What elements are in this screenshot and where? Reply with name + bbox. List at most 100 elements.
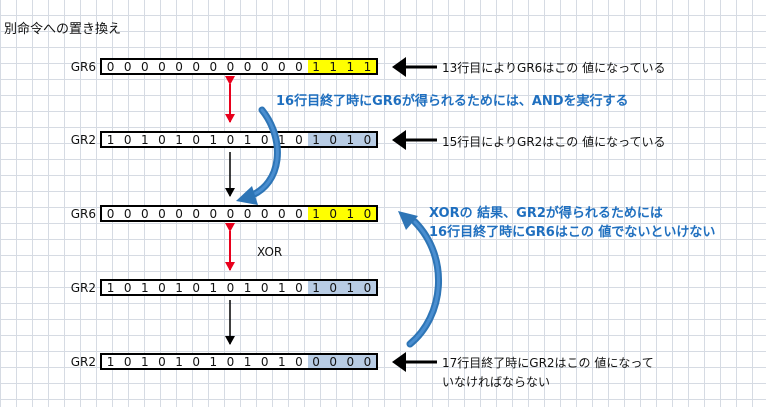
register-bit: 0 xyxy=(295,59,303,74)
register-bit: 0 xyxy=(192,59,200,74)
register-bit: 0 xyxy=(277,59,286,74)
register-bit: 0 xyxy=(295,354,303,369)
register-bit: 0 xyxy=(192,132,200,147)
register-bit: 1 xyxy=(209,132,218,147)
register-bit: 1 xyxy=(140,132,149,147)
register-bit: 1 xyxy=(277,280,286,295)
register-bit: 0 xyxy=(243,206,252,221)
register-bit: 0 xyxy=(175,206,183,221)
register-bit: 0 xyxy=(324,281,342,294)
xor-explanation-line2: 16行目終了時にGR6はこの 値でないといけない xyxy=(429,225,716,240)
curved-arrow-icon xyxy=(236,106,281,205)
register-bit: 0 xyxy=(324,133,342,146)
register-bit: 0 xyxy=(324,355,342,368)
register-bit: 0 xyxy=(295,280,303,295)
register-bit: 1 xyxy=(341,60,359,73)
register-bit: 0 xyxy=(158,354,166,369)
register-bit: 0 xyxy=(123,206,132,221)
register-bit: 1 xyxy=(341,281,359,294)
register-bit: 0 xyxy=(277,206,286,221)
register-label-gr2-top: GR2 xyxy=(70,133,96,147)
register-bit: 1 xyxy=(175,280,183,295)
left-arrow-icon xyxy=(392,130,437,150)
register-bit: 0 xyxy=(158,206,166,221)
register-bit: 0 xyxy=(358,281,376,294)
register-bit: 0 xyxy=(341,355,359,368)
register-bit: 0 xyxy=(243,59,252,74)
register-bit: 1 xyxy=(106,132,115,147)
register-bit: 0 xyxy=(192,206,200,221)
register-bit: 0 xyxy=(140,206,149,221)
register-bit: 0 xyxy=(295,132,303,147)
register-bit: 1 xyxy=(307,281,325,294)
register-bit: 0 xyxy=(106,206,115,221)
register-bit: 1 xyxy=(106,354,115,369)
register-bit: 1 xyxy=(140,354,149,369)
register-bit: 1 xyxy=(324,60,342,73)
register-bit: 0 xyxy=(260,59,269,74)
register-bit: 0 xyxy=(106,59,115,74)
register-bit: 1 xyxy=(209,354,218,369)
register-bit: 1 xyxy=(341,133,359,146)
register-bit: 1 xyxy=(175,354,183,369)
register-bit: 0 xyxy=(158,280,166,295)
register-bit: 0 xyxy=(226,206,235,221)
register-bit: 0 xyxy=(226,354,235,369)
register-bit: 1 xyxy=(209,280,218,295)
register-bit: 0 xyxy=(175,59,183,74)
register-bit: 0 xyxy=(358,133,376,146)
register-bit: 1 xyxy=(307,133,325,146)
and-explanation: 16行目終了時にGR6が得られるためには、ANDを実行する xyxy=(276,94,629,109)
register-bit: 1 xyxy=(277,132,286,147)
register-bit: 0 xyxy=(226,280,235,295)
register-bit: 0 xyxy=(226,132,235,147)
register-bit: 1 xyxy=(175,132,183,147)
register-bit: 0 xyxy=(209,59,218,74)
register-bit: 1 xyxy=(140,280,149,295)
register-bit: 0 xyxy=(260,206,269,221)
register-bit: 1 xyxy=(106,280,115,295)
curved-arrow-icon xyxy=(398,211,443,348)
register-bit: 0 xyxy=(209,206,218,221)
register-label-gr2-bottom: GR2 xyxy=(70,355,96,369)
note-gr2-line17-b: いなければならない xyxy=(442,375,551,389)
register-bit: 0 xyxy=(295,206,303,221)
register-label-gr6-mid: GR6 xyxy=(70,207,96,221)
register-bit: 1 xyxy=(243,354,252,369)
register-bit: 1 xyxy=(307,207,325,220)
register-bit: 1 xyxy=(243,280,252,295)
register-bit: 0 xyxy=(260,280,269,295)
register-bit: 1 xyxy=(243,132,252,147)
register-bit: 1 xyxy=(277,354,286,369)
register-bit: 0 xyxy=(123,132,132,147)
xor-label: XOR xyxy=(257,245,283,259)
register-bit: 0 xyxy=(358,355,376,368)
register-bit: 0 xyxy=(140,59,149,74)
register-bit: 0 xyxy=(192,280,200,295)
note-gr2-line17-a: 17行目終了時にGR2はこの 値になって xyxy=(442,356,654,370)
register-label-gr6-top: GR6 xyxy=(70,60,96,74)
register-bit: 0 xyxy=(226,59,235,74)
register-bit: 0 xyxy=(123,354,132,369)
register-bit: 0 xyxy=(260,132,269,147)
register-bit: 1 xyxy=(358,60,376,73)
register-bit: 0 xyxy=(158,59,166,74)
register-bit: 0 xyxy=(358,207,376,220)
register-bit: 1 xyxy=(307,60,325,73)
register-bit: 0 xyxy=(192,354,200,369)
diagram-title: 別命令への置き換え xyxy=(4,22,122,37)
note-gr2-line15: 15行目によりGR2はこの 値になっている xyxy=(442,135,666,149)
register-bit: 1 xyxy=(341,207,359,220)
left-arrow-icon xyxy=(392,57,437,77)
register-bit: 0 xyxy=(123,280,132,295)
register-bit: 0 xyxy=(324,207,342,220)
left-arrow-icon xyxy=(392,352,437,372)
register-bit: 0 xyxy=(260,354,269,369)
register-label-gr2-mid: GR2 xyxy=(70,281,96,295)
